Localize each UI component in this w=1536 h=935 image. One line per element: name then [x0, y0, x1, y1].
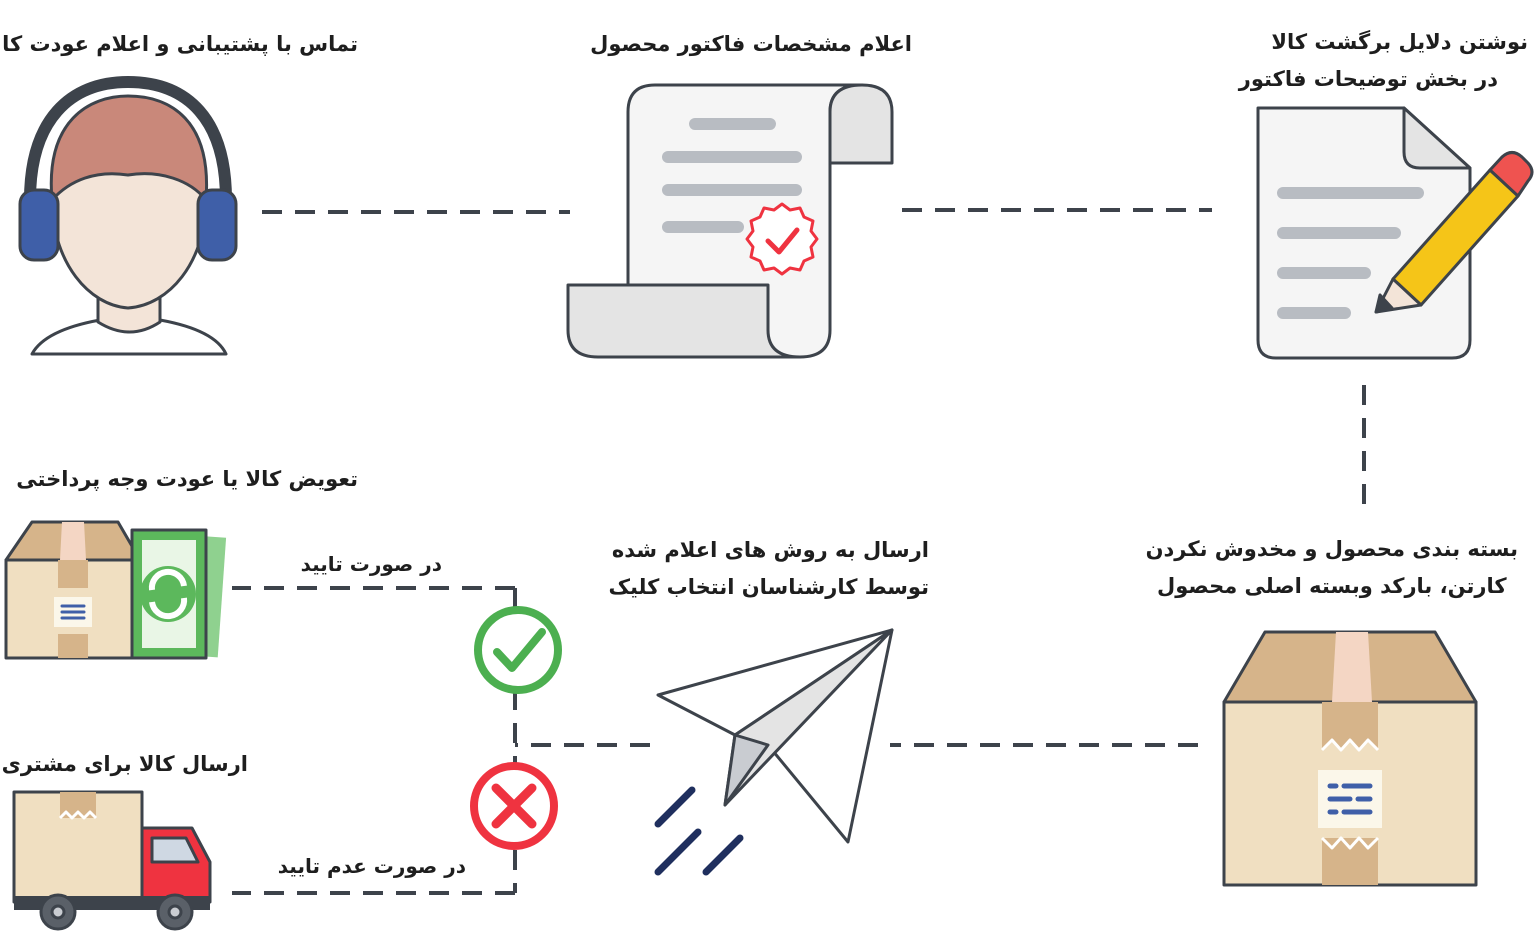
support-step-label: تماس با پشتیبانی و اعلام عودت کالا	[0, 32, 358, 56]
check-circle-icon	[474, 606, 562, 694]
support-headset-icon	[18, 76, 238, 356]
paper-plane-icon	[654, 628, 894, 876]
money-bills	[130, 528, 227, 660]
connectors	[232, 208, 1366, 895]
cross-circle-icon	[470, 762, 558, 850]
invoice-scroll-icon	[566, 83, 894, 359]
package-box-icon	[1222, 630, 1478, 887]
package-step-label: بسته بندی محصول و مخدوش نکردن کارتن، بار…	[1146, 531, 1518, 605]
document-pencil-icon	[1256, 106, 1534, 360]
approved-branch-label: در صورت تایید	[300, 552, 442, 576]
reasons-step-label: نوشتن دلایل برگشت کالا در بخش توضیحات فا…	[1239, 24, 1528, 98]
package-step-line2: کارتن، بارکد وبسته اصلی محصول	[1157, 573, 1507, 598]
send-step-line2: توسط کارشناسان انتخاب کلیک	[608, 574, 929, 599]
package-step-line1: بسته بندی محصول و مخدوش نکردن	[1145, 537, 1518, 561]
reasons-step-line2: در بخش توضیحات فاکتور	[1238, 66, 1498, 91]
return-step-label: ارسال کالا برای مشتری	[1, 752, 248, 776]
send-step-label: ارسال به روش های اعلام شده توسط کارشناسا…	[608, 532, 929, 606]
invoice-step-label: اعلام مشخصات فاکتور محصول	[590, 32, 912, 56]
box-money-icon	[4, 520, 227, 660]
delivery-truck-icon	[12, 790, 212, 931]
speed-lines	[654, 786, 744, 876]
approval-seal-icon	[745, 202, 819, 276]
pencil-icon	[1374, 151, 1534, 314]
reasons-step-line1: نوشتن دلایل برگشت کالا	[1271, 30, 1528, 54]
send-step-line1: ارسال به روش های اعلام شده	[611, 538, 929, 562]
refund-step-label: تعویض کالا یا عودت وجه پرداختی	[16, 467, 358, 491]
rejected-branch-label: در صورت عدم تایید	[277, 854, 466, 878]
